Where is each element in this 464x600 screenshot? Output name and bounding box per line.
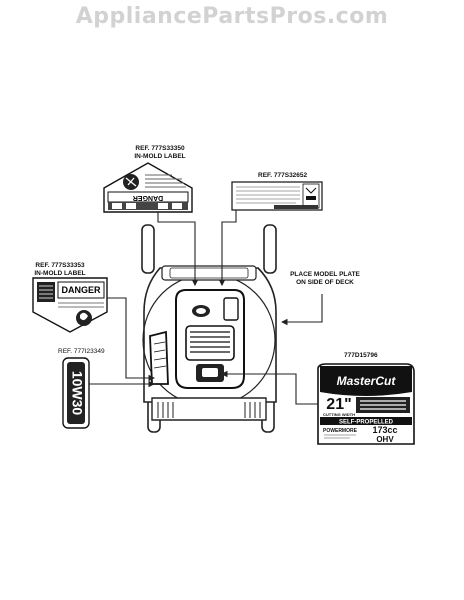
side-discharge-chute — [149, 330, 169, 385]
engine-type-text: OHV — [376, 435, 394, 444]
mastercut-decal: MasterCut 21" CUTTING WIDTH SELF-PROPELL… — [317, 363, 415, 445]
leader-353 — [107, 297, 156, 382]
engine — [175, 289, 245, 389]
callout-model-plate-line2: ON SIDE OF DECK — [296, 279, 354, 286]
danger-text-left: DANGER — [61, 285, 101, 295]
leader-652 — [218, 210, 237, 287]
danger-text-top: DANGER — [133, 194, 163, 201]
powermore-text: POWERMORE — [323, 428, 358, 434]
oil-text: 10W30 — [69, 371, 85, 416]
front-right-wheel — [263, 224, 277, 274]
leader-model-plate — [280, 294, 323, 326]
brand-text: MasterCut — [337, 374, 397, 388]
self-propelled-text: SELF-PROPELLED — [339, 420, 394, 426]
callout-ref-796: 777D15796 — [344, 352, 378, 359]
width-value: 21" — [326, 396, 351, 413]
warning-label-652 — [231, 181, 323, 211]
leader-796 — [220, 370, 318, 405]
oil-label: 10W30 — [62, 357, 90, 429]
callout-ref-350-line1: REF. 777S33350 — [135, 145, 185, 152]
watermark: AppliancePartsPros.com — [75, 4, 389, 29]
displacement-text: 173cc — [372, 425, 397, 435]
callout-model-plate-line1: PLACE MODEL PLATE — [290, 271, 360, 278]
danger-label-left: DANGER — [32, 277, 108, 333]
callout-ref-353-line2: IN-MOLD LABEL — [34, 270, 86, 277]
callout-ref-350-line2: IN-MOLD LABEL — [134, 153, 186, 160]
callout-ref-349: REF. 777I23349 — [58, 348, 105, 355]
front-left-wheel — [141, 224, 155, 274]
width-label: CUTTING WIDTH — [323, 412, 355, 417]
callout-ref-350: REF. 777S33350 IN-MOLD LABEL — [118, 145, 202, 161]
callout-ref-652: REF. 777S32652 — [258, 172, 308, 179]
callout-ref-353-line1: REF. 777S33353 — [35, 262, 85, 269]
leader-350 — [157, 212, 199, 287]
callout-model-plate: PLACE MODEL PLATE ON SIDE OF DECK — [280, 271, 370, 287]
danger-label-top: DANGER — [103, 162, 193, 213]
callout-ref-353: REF. 777S33353 IN-MOLD LABEL — [16, 262, 104, 278]
